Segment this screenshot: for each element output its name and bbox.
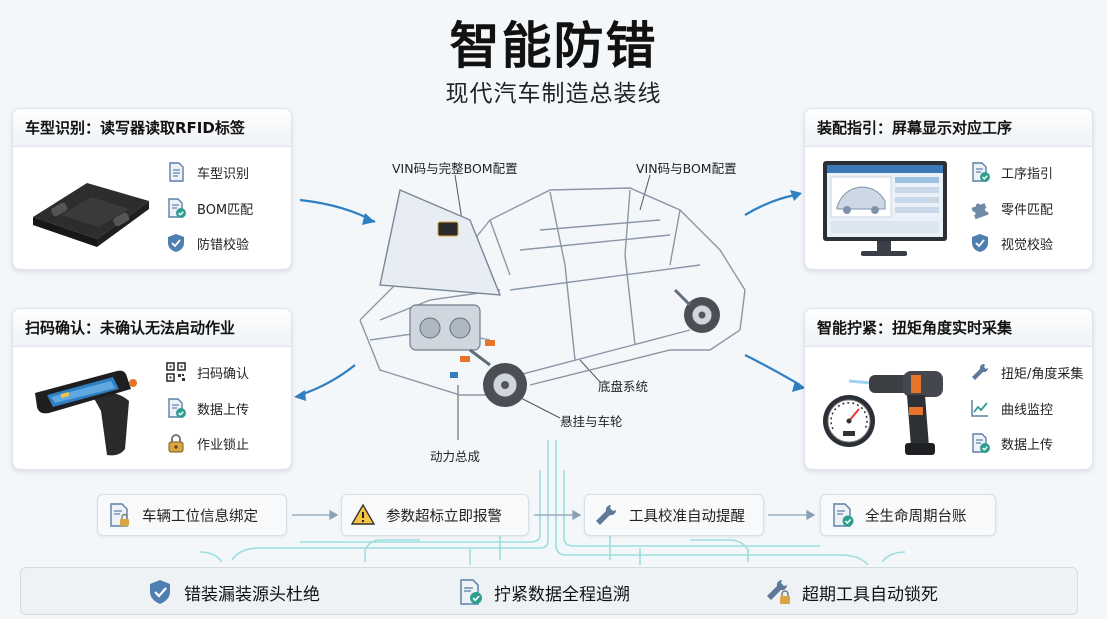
feature-scan-confirm: 扫码确认 [165,361,249,383]
flow-step-label: 工具校准自动提醒 [629,508,745,525]
benefit-label: 超期工具自动锁死 [802,584,938,605]
line-chart-icon [971,400,988,417]
feature-visual-check: 视觉校验 [969,232,1053,254]
document-check-icon [168,398,186,418]
flow-step-alarm: 参数超标立即报警 [341,494,529,536]
feature-data-upload-2: 数据上传 [969,432,1053,454]
benefit-error-prevention: 错装漏装源头杜绝 [146,578,320,606]
feature-operation-lock: 作业锁止 [165,432,249,454]
rfid-tag-image [21,155,159,259]
panel-assembly-guide: 装配指引：屏幕显示对应工序 工序指引 零件匹配 视觉校验 [804,108,1093,270]
shield-check-icon [168,234,184,252]
feature-vehicle-recognition: 车型识别 [165,161,249,183]
qr-code-icon [166,362,186,382]
benefits-bar [20,567,1078,615]
feature-label: 扫码确认 [197,366,250,382]
feature-label: 工序指引 [1001,166,1054,182]
panel-smart-tightening-title: 智能拧紧：扭矩角度实时采集 [805,309,1092,347]
feature-label: 曲线监控 [1001,402,1054,418]
document-check-icon [972,433,990,453]
shield-check-icon [150,580,170,604]
feature-torque-angle: 扭矩/角度采集 [969,361,1083,383]
feature-label: 数据上传 [197,402,250,418]
feature-part-match: 零件匹配 [969,197,1053,219]
label-powertrain: 动力总成 [430,449,481,464]
feature-label: 作业锁止 [197,437,250,453]
document-icon [169,162,184,182]
benefit-label: 拧紧数据全程追溯 [494,584,630,605]
feature-curve-monitor: 曲线监控 [969,397,1053,419]
page-subtitle: 现代汽车制造总装线 [445,81,662,107]
panel-vehicle-id-title: 车型识别：读写器读取RFID标签 [13,109,291,147]
feature-label: 防错校验 [197,237,250,253]
flow-step-binding: 车辆工位信息绑定 [97,494,287,536]
warning-icon [350,503,376,525]
wrench-bolt-icon [972,363,989,380]
flow-step-ledger: 全生命周期台账 [820,494,996,536]
flow-step-label: 车辆工位信息绑定 [142,508,258,525]
feature-label: 数据上传 [1001,437,1054,453]
feature-data-upload: 数据上传 [165,397,249,419]
feature-label: 扭矩/角度采集 [1001,366,1084,382]
feature-bom-match: BOM匹配 [165,197,253,219]
panel-assembly-guide-title: 装配指引：屏幕显示对应工序 [805,109,1092,147]
feature-process-guide: 工序指引 [969,161,1053,183]
arrow-car-to-guide [744,193,796,216]
feature-label: 零件匹配 [1001,202,1054,218]
puzzle-icon [971,203,989,219]
handheld-scanner-image [21,353,159,461]
document-check-icon [168,198,186,218]
label-vin-bom: VIN码与BOM配置 [636,161,737,176]
panel-vehicle-id: 车型识别：读写器读取RFID标签 车型识别 BOM匹配 防错校验 [12,108,292,270]
label-chassis: 底盘系统 [598,379,649,394]
wrench-lock-icon [767,579,790,604]
label-vin-full-bom: VIN码与完整BOM配置 [392,161,518,176]
benefit-tool-lock: 超期工具自动锁死 [764,578,938,606]
panel-smart-tightening: 智能拧紧：扭矩角度实时采集 扭矩/角度采集 曲线监控 数据上传 [804,308,1093,470]
shield-check-icon [972,234,988,252]
document-check-icon [833,503,854,527]
flow-step-label: 参数超标立即报警 [386,508,502,525]
feature-label: 车型识别 [197,166,250,182]
lock-icon [168,434,184,453]
flow-step-calibration: 工具校准自动提醒 [584,494,764,536]
torque-tool-image [813,353,955,461]
document-check-icon [460,579,482,605]
car-wireframe [359,187,746,407]
flow-step-label: 全生命周期台账 [865,508,967,525]
feature-errorproof-check: 防错校验 [165,232,249,254]
feature-label: 视觉校验 [1001,237,1054,253]
panel-scan-confirm: 扫码确认：未确认无法启动作业 扫码确认 数据上传 作业锁止 [12,308,292,470]
document-check-icon [972,162,990,182]
benefit-traceability: 拧紧数据全程追溯 [456,578,630,606]
benefit-label: 错装漏装源头杜绝 [184,584,320,605]
page-title: 智能防错 [449,17,658,75]
label-suspension: 悬挂与车轮 [560,414,623,429]
panel-scan-confirm-title: 扫码确认：未确认无法启动作业 [13,309,291,347]
document-lock-icon [110,503,129,527]
guide-monitor-image [813,155,955,263]
wrench-icon [596,504,617,525]
feature-label: BOM匹配 [197,202,254,218]
